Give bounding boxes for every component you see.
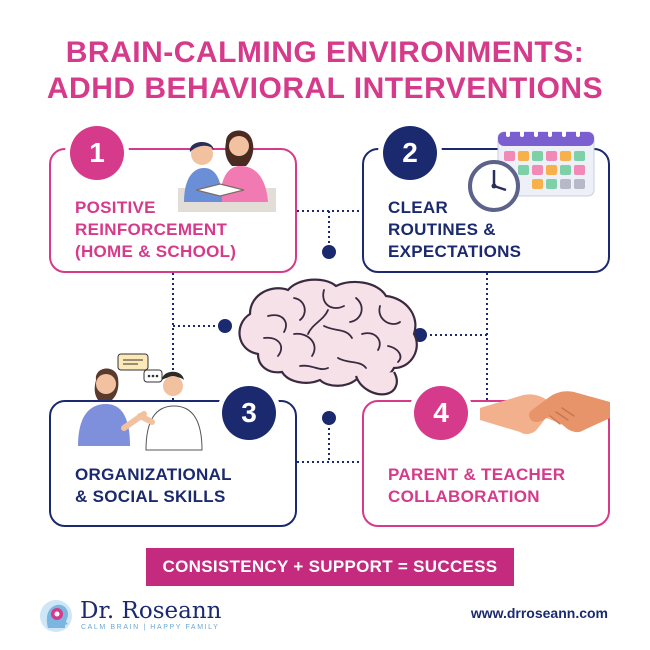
card-1-label-line: REINFORCEMENT xyxy=(75,220,228,239)
card-4-label-line: PARENT & TEACHER xyxy=(388,465,566,484)
connector-dot xyxy=(218,319,232,333)
two-people-talking-icon xyxy=(78,353,203,451)
card-2-label-line: ROUTINES & xyxy=(388,220,496,239)
card-3-label: ORGANIZATIONAL & SOCIAL SKILLS xyxy=(75,464,232,508)
card-3-number-badge: 3 xyxy=(222,386,276,440)
card-3-label-line: ORGANIZATIONAL xyxy=(75,465,232,484)
card-2-number-badge: 2 xyxy=(383,126,437,180)
logo-name: Dr. Roseann xyxy=(80,598,222,624)
card-4-label-line: COLLABORATION xyxy=(388,487,540,506)
card-2-label-line: CLEAR xyxy=(388,198,449,217)
connector-dot xyxy=(322,411,336,425)
card-2-label-line: EXPECTATIONS xyxy=(388,242,522,261)
website-url: www.drroseann.com xyxy=(470,605,608,621)
card-2-label: CLEAR ROUTINES & EXPECTATIONS xyxy=(388,197,521,263)
card-1-label: POSITIVE REINFORCEMENT (HOME & SCHOOL) xyxy=(75,197,236,263)
parent-child-reading-icon xyxy=(178,130,276,212)
title-line-2: ADHD BEHAVIORAL INTERVENTIONS xyxy=(46,72,604,105)
connector-dot xyxy=(322,245,336,259)
card-4-label: PARENT & TEACHER COLLABORATION xyxy=(388,464,565,508)
card-1-number-badge: 1 xyxy=(70,126,124,180)
tagline-banner: CONSISTENCY + SUPPORT = SUCCESS xyxy=(146,548,514,586)
title-line-1: BRAIN-CALMING ENVIRONMENTS: xyxy=(65,36,585,69)
calendar-clock-icon xyxy=(468,127,595,212)
card-3-label-line: & SOCIAL SKILLS xyxy=(75,487,226,506)
brain-icon xyxy=(238,278,418,396)
logo-tagline: CALM BRAIN | HAPPY FAMILY xyxy=(81,624,220,631)
card-1-label-line: POSITIVE xyxy=(75,198,156,217)
card-1-label-line: (HOME & SCHOOL) xyxy=(75,242,237,261)
logo-head-icon xyxy=(40,600,72,632)
handshake-icon xyxy=(480,391,610,435)
card-4-number-badge: 4 xyxy=(414,386,468,440)
